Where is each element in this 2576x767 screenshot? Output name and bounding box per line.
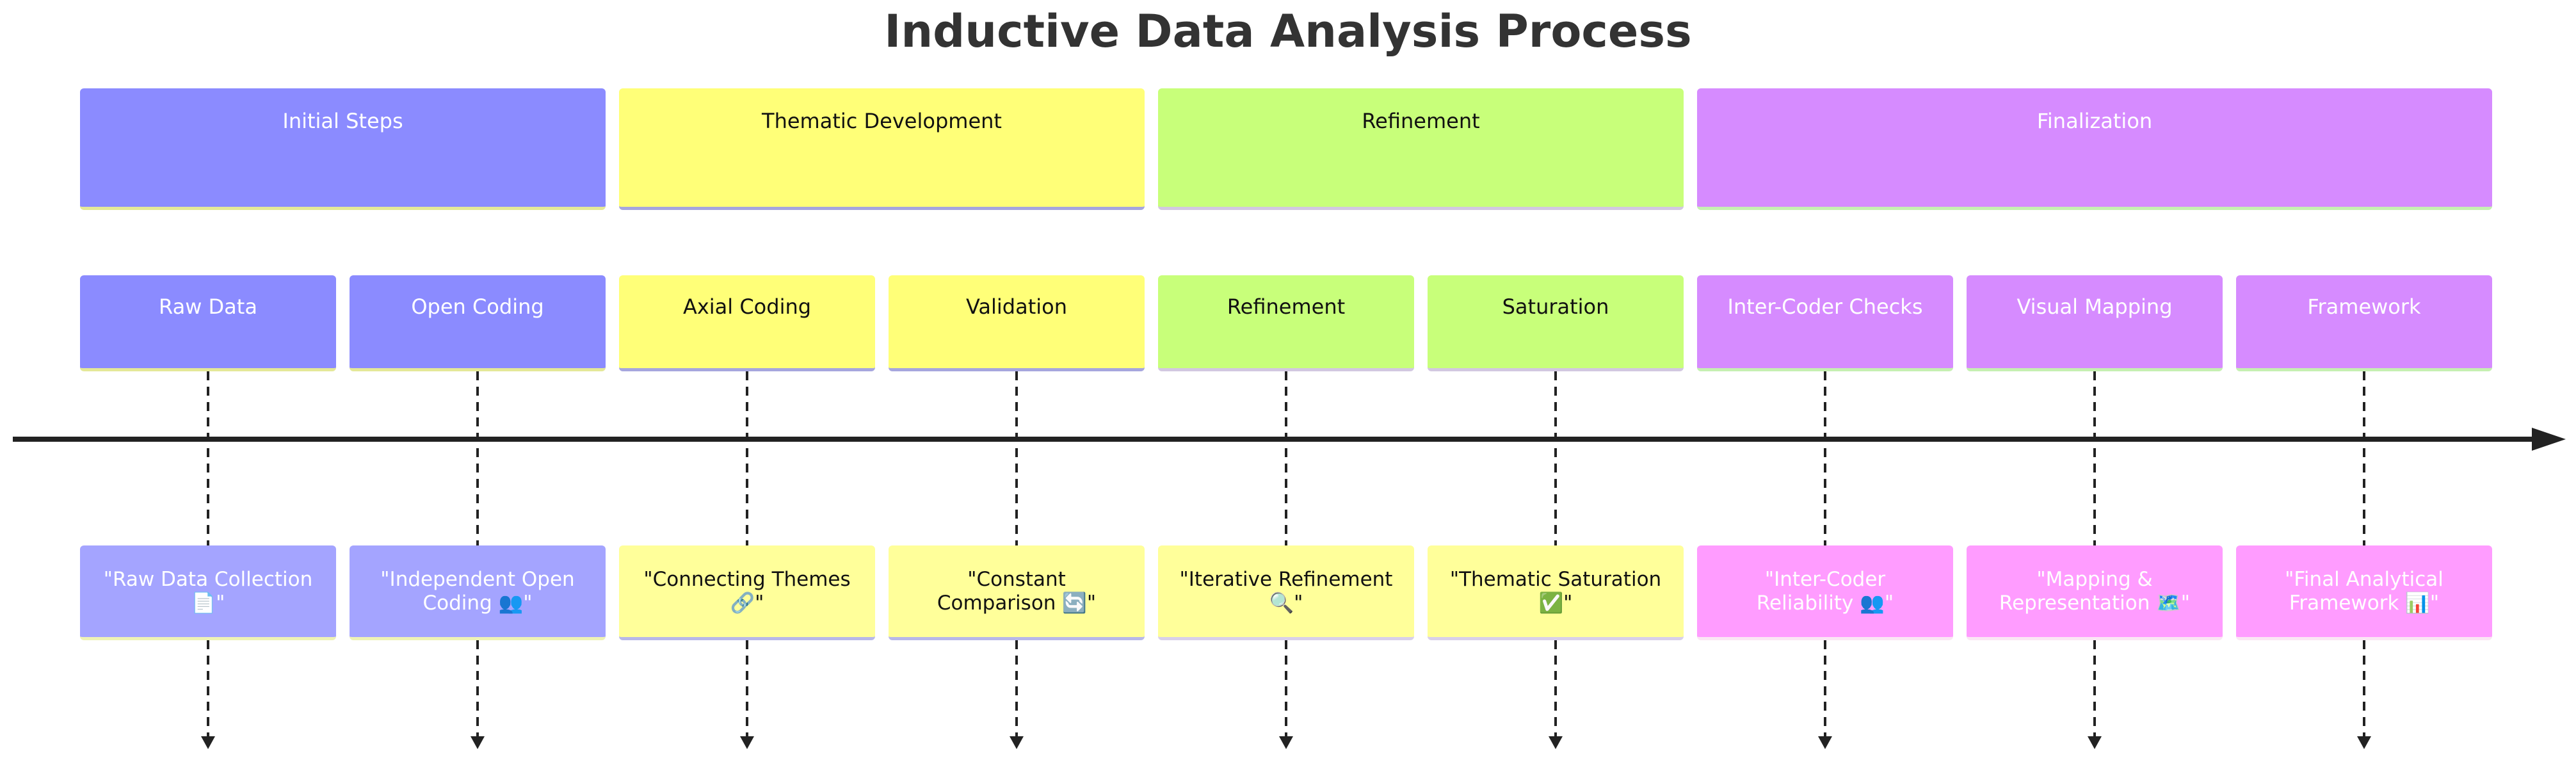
event-box: "Connecting Themes 🔗": [619, 545, 875, 640]
connector-arrowhead: [201, 736, 215, 749]
task-box: Visual Mapping: [1967, 275, 2223, 371]
event-box: "Iterative Refinement 🔍": [1158, 545, 1414, 640]
task-box: Inter-Coder Checks: [1697, 275, 1953, 371]
connector-arrowhead: [1549, 736, 1563, 749]
connector-arrowhead: [740, 736, 754, 749]
connector-arrowhead: [1818, 736, 1832, 749]
connector-arrowhead: [2088, 736, 2102, 749]
task-box: Framework: [2236, 275, 2492, 371]
section-header: Refinement: [1158, 88, 1684, 210]
event-box: "Final Analytical Framework 📊": [2236, 545, 2492, 640]
task-box: Saturation: [1428, 275, 1684, 371]
event-box: "Inter-Coder Reliability 👥": [1697, 545, 1953, 640]
event-box: "Raw Data Collection 📄": [80, 545, 336, 640]
connector-arrowhead: [1279, 736, 1293, 749]
task-box: Axial Coding: [619, 275, 875, 371]
event-box: "Independent Open Coding 👥": [350, 545, 606, 640]
task-box: Open Coding: [350, 275, 606, 371]
connector-arrowhead: [2357, 736, 2371, 749]
section-header: Initial Steps: [80, 88, 606, 210]
task-box: Raw Data: [80, 275, 336, 371]
task-box: Refinement: [1158, 275, 1414, 371]
event-box: "Constant Comparison 🔄": [889, 545, 1145, 640]
diagram-title: Inductive Data Analysis Process: [884, 5, 1692, 58]
task-box: Validation: [889, 275, 1145, 371]
section-header: Thematic Development: [619, 88, 1145, 210]
section-header: Finalization: [1697, 88, 2492, 210]
connector-arrowhead: [471, 736, 485, 749]
event-box: "Thematic Saturation ✅": [1428, 545, 1684, 640]
event-box: "Mapping & Representation 🗺️": [1967, 545, 2223, 640]
timeline-arrowhead: [2532, 428, 2566, 451]
connector-arrowhead: [1010, 736, 1024, 749]
